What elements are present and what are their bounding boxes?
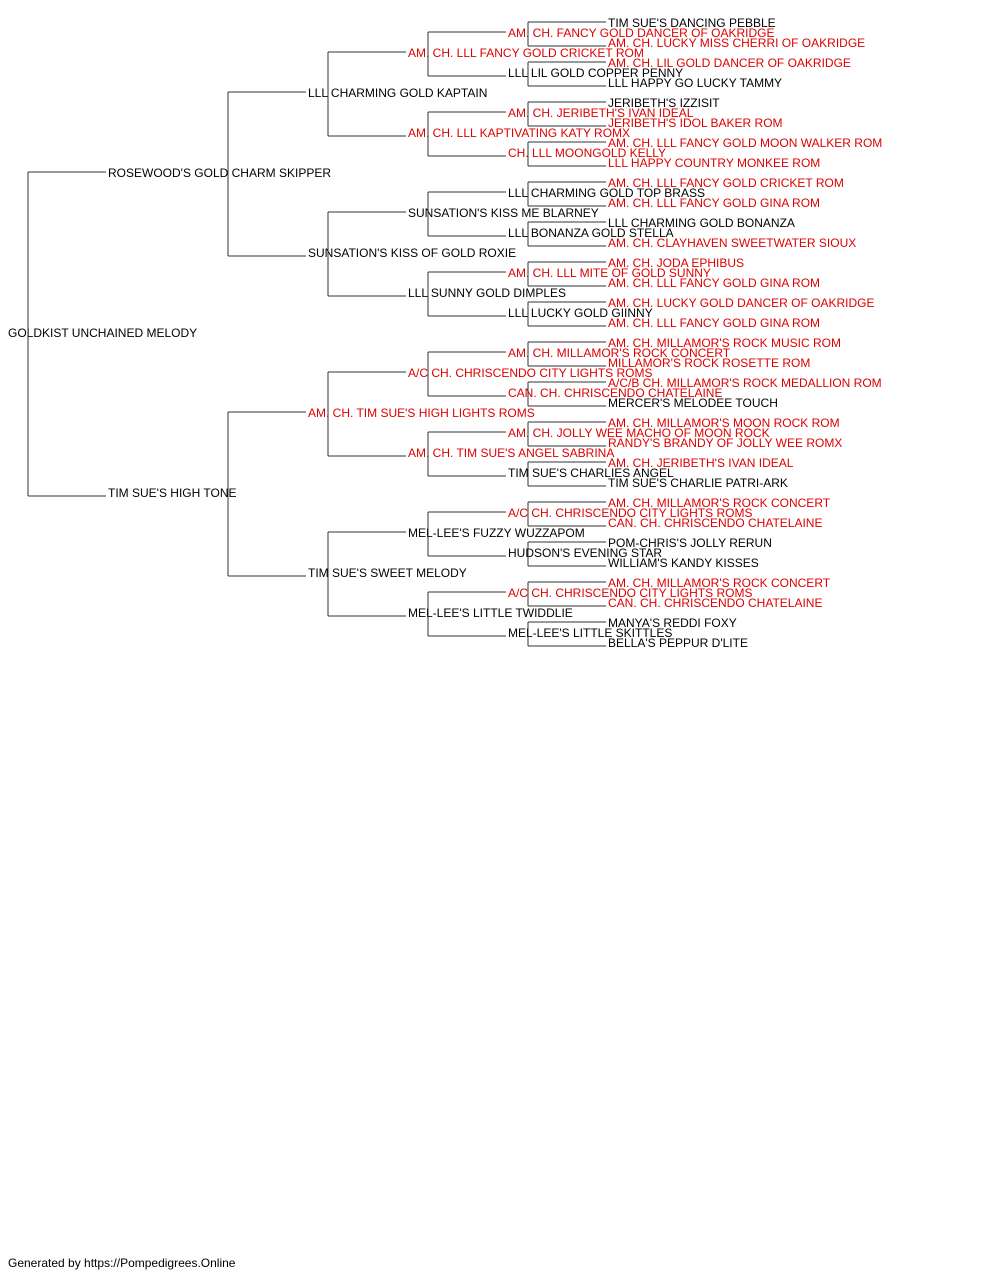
- dog-name-dam-dam-sire-dam: HUDSON'S EVENING STAR: [508, 546, 662, 560]
- dog-name-sire-sire-dam-sire-sire: JERIBETH'S IZZISIT: [608, 96, 720, 110]
- dog-name-dam-dam-sire-dam-sire: POM-CHRIS'S JOLLY RERUN: [608, 536, 772, 550]
- dog-name-sire-sire: LLL CHARMING GOLD KAPTAIN: [308, 86, 487, 100]
- dog-name-dam-dam-sire-sire: A/C CH. CHRISCENDO CITY LIGHTS ROMS: [508, 506, 752, 520]
- dog-name-sire-sire-sire-dam-sire: AM. CH. LIL GOLD DANCER OF OAKRIDGE: [608, 56, 851, 70]
- dog-name-sire-dam-sire-sire-dam: AM. CH. LLL FANCY GOLD GINA ROM: [608, 196, 820, 210]
- dog-name-sire-sire-sire-sire: AM. CH. FANCY GOLD DANCER OF OAKRIDGE: [508, 26, 774, 40]
- dog-name-dam-dam: TIM SUE'S SWEET MELODY: [308, 566, 467, 580]
- dog-name-dam-dam-dam-dam-dam: BELLA'S PEPPUR D'LITE: [608, 636, 748, 650]
- dog-name-sire-sire-sire: AM. CH. LLL FANCY GOLD CRICKET ROM: [408, 46, 644, 60]
- dog-name-dam-sire-dam-dam-sire: AM. CH. JERIBETH'S IVAN IDEAL: [608, 456, 794, 470]
- dog-name-dam-sire-sire-dam-sire: A/C/B CH. MILLAMOR'S ROCK MEDALLION ROM: [608, 376, 882, 390]
- dog-name-dam-sire-sire-dam-dam: MERCER'S MELODEE TOUCH: [608, 396, 778, 410]
- dog-name-dam-sire-sire-dam: CAN. CH. CHRISCENDO CHATELAINE: [508, 386, 722, 400]
- dog-name-sire-dam-dam-sire-dam: AM. CH. LLL FANCY GOLD GINA ROM: [608, 276, 820, 290]
- dog-name-sire-sire-sire-sire-sire: TIM SUE'S DANCING PEBBLE: [608, 16, 776, 30]
- dog-name-sire-dam-sire-sire: LLL CHARMING GOLD TOP BRASS: [508, 186, 705, 200]
- dog-name-dam: TIM SUE'S HIGH TONE: [108, 486, 237, 500]
- dog-name-sire-dam-sire-dam-dam: AM. CH. CLAYHAVEN SWEETWATER SIOUX: [608, 236, 856, 250]
- dog-name-dam-dam-dam-sire-sire: AM. CH. MILLAMOR'S ROCK CONCERT: [608, 576, 831, 590]
- dog-name-sire-dam-dam-sire: AM. CH. LLL MITE OF GOLD SUNNY: [508, 266, 711, 280]
- dog-name-sire: ROSEWOOD'S GOLD CHARM SKIPPER: [108, 166, 331, 180]
- dog-name-dam-dam-dam-sire-dam: CAN. CH. CHRISCENDO CHATELAINE: [608, 596, 822, 610]
- dog-name-sire-sire-dam-dam: CH. LLL MOONGOLD KELLY: [508, 146, 666, 160]
- dog-name-sire-dam: SUNSATION'S KISS OF GOLD ROXIE: [308, 246, 516, 260]
- dog-name-sire-sire-sire-sire-dam: AM. CH. LUCKY MISS CHERRI OF OAKRIDGE: [608, 36, 865, 50]
- dog-name-dam-sire-dam-sire-dam: RANDY'S BRANDY OF JOLLY WEE ROMX: [608, 436, 842, 450]
- dog-name-sire-sire-dam-dam-sire: AM. CH. LLL FANCY GOLD MOON WALKER ROM: [608, 136, 882, 150]
- dog-name-dam-sire-sire-sire-sire: AM. CH. MILLAMOR'S ROCK MUSIC ROM: [608, 336, 841, 350]
- dog-name-sire-dam-dam: LLL SUNNY GOLD DIMPLES: [408, 286, 566, 300]
- dog-name-: GOLDKIST UNCHAINED MELODY: [8, 326, 197, 340]
- dog-name-dam-sire: AM. CH. TIM SUE'S HIGH LIGHTS ROMS: [308, 406, 535, 420]
- dog-name-sire-sire-sire-dam: LLL LIL GOLD COPPER PENNY: [508, 66, 683, 80]
- dog-name-sire-sire-sire-dam-dam: LLL HAPPY GO LUCKY TAMMY: [608, 76, 782, 90]
- dog-name-sire-sire-dam: AM. CH. LLL KAPTIVATING KATY ROMX: [408, 126, 630, 140]
- dog-name-sire-dam-sire: SUNSATION'S KISS ME BLARNEY: [408, 206, 599, 220]
- dog-name-sire-sire-dam-sire: AM. CH. JERIBETH'S IVAN IDEAL: [508, 106, 694, 120]
- dog-name-dam-dam-dam-dam-sire: MANYA'S REDDI FOXY: [608, 616, 737, 630]
- dog-name-dam-sire-dam: AM. CH. TIM SUE'S ANGEL SABRINA: [408, 446, 614, 460]
- dog-name-sire-dam-sire-sire-sire: AM. CH. LLL FANCY GOLD CRICKET ROM: [608, 176, 844, 190]
- dog-name-sire-dam-dam-dam: LLL LUCKY GOLD GIINNY: [508, 306, 653, 320]
- dog-name-sire-dam-dam-sire-sire: AM. CH. JODA EPHIBUS: [608, 256, 744, 270]
- dog-name-dam-sire-dam-dam-dam: TIM SUE'S CHARLIE PATRI-ARK: [608, 476, 788, 490]
- dog-name-dam-sire-sire: A/C CH. CHRISCENDO CITY LIGHTS ROMS: [408, 366, 652, 380]
- dog-name-sire-dam-sire-dam: LLL BONANZA GOLD STELLA: [508, 226, 674, 240]
- dog-name-dam-dam-dam-dam: MEL-LEE'S LITTLE SKITTLES: [508, 626, 672, 640]
- dog-name-dam-dam-dam: MEL-LEE'S LITTLE TWIDDLIE: [408, 606, 573, 620]
- dog-name-dam-sire-sire-sire: AM. CH. MILLAMOR'S ROCK CONCERT: [508, 346, 731, 360]
- dog-name-sire-dam-dam-dam-dam: AM. CH. LLL FANCY GOLD GINA ROM: [608, 316, 820, 330]
- dog-name-dam-dam-sire-dam-dam: WILLIAM'S KANDY KISSES: [608, 556, 759, 570]
- dog-name-dam-dam-sire-sire-sire: AM. CH. MILLAMOR'S ROCK CONCERT: [608, 496, 831, 510]
- dog-name-dam-sire-sire-sire-dam: MILLAMOR'S ROCK ROSETTE ROM: [608, 356, 810, 370]
- dog-name-dam-sire-dam-dam: TIM SUE'S CHARLIES ANGEL: [508, 466, 674, 480]
- dog-name-sire-sire-dam-sire-dam: JERIBETH'S IDOL BAKER ROM: [608, 116, 783, 130]
- dog-name-dam-dam-sire: MEL-LEE'S FUZZY WUZZAPOM: [408, 526, 585, 540]
- dog-name-dam-dam-sire-sire-dam: CAN. CH. CHRISCENDO CHATELAINE: [608, 516, 822, 530]
- dog-name-sire-dam-dam-dam-sire: AM. CH. LUCKY GOLD DANCER OF OAKRIDGE: [608, 296, 875, 310]
- dog-name-dam-dam-dam-sire: A/C CH. CHRISCENDO CITY LIGHTS ROMS: [508, 586, 752, 600]
- dog-name-sire-dam-sire-dam-sire: LLL CHARMING GOLD BONANZA: [608, 216, 795, 230]
- dog-name-dam-sire-dam-sire-sire: AM. CH. MILLAMOR'S MOON ROCK ROM: [608, 416, 840, 430]
- dog-name-dam-sire-dam-sire: AM. CH. JOLLY WEE MACHO OF MOON ROCK: [508, 426, 770, 440]
- generated-by-footer: Generated by https://Pompedigrees.Online: [8, 1256, 236, 1270]
- dog-name-sire-sire-dam-dam-dam: LLL HAPPY COUNTRY MONKEE ROM: [608, 156, 820, 170]
